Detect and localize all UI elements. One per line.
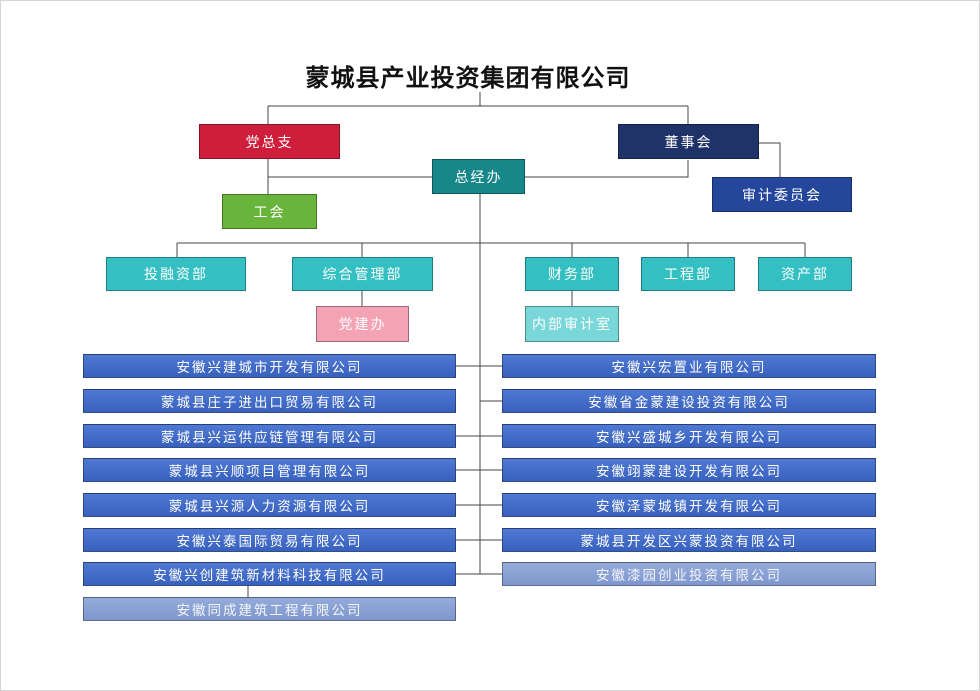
company-left-3: 蒙城县兴运供应链管理有限公司 — [83, 424, 456, 448]
general-mgmt-dept-box: 综合管理部 — [292, 257, 433, 291]
company-left-6: 安徽兴泰国际贸易有限公司 — [83, 528, 456, 552]
engineering-dept-box: 工程部 — [641, 257, 735, 291]
company-right-5: 安徽泽蒙城镇开发有限公司 — [502, 493, 876, 517]
board-box: 董事会 — [618, 124, 759, 159]
union-box: 工会 — [222, 194, 317, 229]
company-left-4: 蒙城县兴顺项目管理有限公司 — [83, 458, 456, 482]
company-right-7-secondary: 安徽漆园创业投资有限公司 — [502, 562, 876, 586]
company-left-1: 安徽兴建城市开发有限公司 — [83, 354, 456, 378]
company-right-2: 安徽省金蒙建设投资有限公司 — [502, 389, 876, 413]
company-left-8-subsidiary: 安徽同成建筑工程有限公司 — [83, 597, 456, 621]
company-left-5: 蒙城县兴源人力资源有限公司 — [83, 493, 456, 517]
party-building-office-box: 党建办 — [316, 306, 409, 342]
org-chart-title: 蒙城县产业投资集团有限公司 — [305, 63, 631, 92]
company-right-1: 安徽兴宏置业有限公司 — [502, 354, 876, 378]
gm-board-connector — [525, 160, 689, 178]
company-right-3: 安徽兴盛城乡开发有限公司 — [502, 424, 876, 448]
gm-office-box: 总经办 — [432, 159, 525, 194]
company-left-7: 安徽兴创建筑新材料科技有限公司 — [83, 562, 456, 586]
main-trunk — [456, 194, 481, 575]
assets-dept-box: 资产部 — [758, 257, 852, 291]
audit-committee-box: 审计委员会 — [712, 177, 852, 212]
company-left-2: 蒙城县庄子进出口贸易有限公司 — [83, 389, 456, 413]
internal-audit-office-box: 内部审计室 — [525, 306, 619, 342]
party-branch-box: 党总支 — [199, 124, 340, 159]
company-right-6: 蒙城县开发区兴蒙投资有限公司 — [502, 528, 876, 552]
board-audit-connector — [758, 142, 781, 177]
company-right-4: 安徽翊蒙建设开发有限公司 — [502, 458, 876, 482]
investment-dept-box: 投融资部 — [106, 257, 246, 291]
finance-dept-box: 财务部 — [525, 257, 619, 291]
